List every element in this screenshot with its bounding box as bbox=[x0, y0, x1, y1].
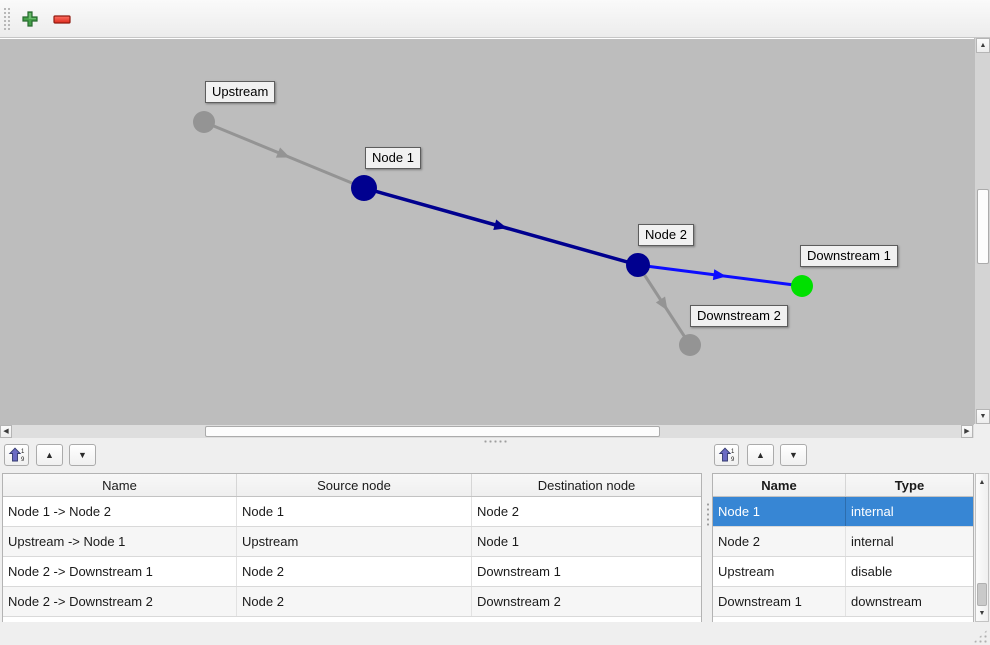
node-label-upstream[interactable]: Upstream bbox=[205, 81, 276, 103]
cell-source[interactable]: Upstream bbox=[237, 527, 472, 556]
graph-svg bbox=[193, 111, 813, 356]
table-scroll-thumb[interactable] bbox=[977, 583, 987, 606]
column-header-name[interactable]: Name bbox=[3, 474, 237, 496]
canvas-horizontal-scrollbar[interactable]: ◀ ▶ bbox=[0, 424, 974, 438]
svg-text:9: 9 bbox=[21, 457, 25, 463]
cell-name[interactable]: Node 2 -> Downstream 1 bbox=[3, 557, 237, 586]
svg-text:1: 1 bbox=[731, 449, 735, 455]
triangle-down-icon: ▼ bbox=[78, 449, 87, 460]
cell-type[interactable]: internal bbox=[851, 534, 894, 549]
triangle-up-icon: ▲ bbox=[756, 449, 765, 460]
node-label-downstream1[interactable]: Downstream 1 bbox=[800, 245, 898, 267]
sort-icon: 1 9 bbox=[718, 447, 735, 463]
empty-row bbox=[713, 617, 973, 622]
edge-arrow-icon bbox=[493, 219, 508, 231]
splitter-handle-icon bbox=[483, 440, 509, 443]
scroll-up-button[interactable]: ▲ bbox=[976, 475, 988, 489]
cell-type[interactable]: downstream bbox=[851, 594, 922, 609]
horizontal-scroll-thumb[interactable] bbox=[205, 426, 660, 437]
main-toolbar bbox=[0, 0, 990, 38]
arrow-right-icon: ▶ bbox=[964, 428, 970, 435]
pane-splitter[interactable] bbox=[0, 438, 990, 444]
minus-icon bbox=[53, 15, 71, 24]
node-label-downstream2[interactable]: Downstream 2 bbox=[690, 305, 788, 327]
cell-name[interactable]: Node 2 bbox=[713, 527, 846, 556]
cell-type[interactable]: disable bbox=[851, 564, 893, 579]
column-header-type[interactable]: Type bbox=[894, 477, 925, 493]
cell-name[interactable]: Node 2 -> Downstream 2 bbox=[3, 587, 237, 616]
node-node1[interactable] bbox=[351, 175, 377, 201]
edge-arrow-icon bbox=[712, 269, 727, 281]
node-row-selected[interactable]: Node 1 internal bbox=[713, 497, 973, 527]
scroll-down-button[interactable]: ▼ bbox=[976, 606, 988, 620]
column-header-destination[interactable]: Destination node bbox=[537, 477, 636, 493]
cell-type[interactable]: internal bbox=[851, 504, 894, 519]
tables-splitter-handle[interactable] bbox=[706, 502, 710, 526]
arrow-down-icon: ▼ bbox=[979, 413, 987, 420]
edge-row[interactable]: Upstream -> Node 1 Upstream Node 1 bbox=[3, 527, 701, 557]
scroll-down-button[interactable]: ▼ bbox=[976, 409, 990, 424]
edges-sort-button[interactable]: 1 9 bbox=[4, 444, 29, 466]
sort-icon: 1 9 bbox=[8, 447, 25, 463]
node-upstream[interactable] bbox=[193, 111, 215, 133]
triangle-up-icon: ▲ bbox=[45, 449, 54, 460]
arrow-up-icon: ▲ bbox=[979, 42, 987, 49]
nodes-sort-button[interactable]: 1 9 bbox=[714, 444, 739, 466]
arrow-up-icon: ▲ bbox=[978, 478, 986, 486]
edges-move-down-button[interactable]: ▼ bbox=[69, 444, 96, 466]
graph-canvas[interactable]: Upstream Node 1 Node 2 Downstream 1 Down… bbox=[0, 38, 974, 424]
node-label-node2[interactable]: Node 2 bbox=[638, 224, 694, 246]
edge-arrow-icon bbox=[655, 296, 668, 311]
node-label-node1[interactable]: Node 1 bbox=[365, 147, 421, 169]
edges-table-header: Name Source node Destination node bbox=[3, 474, 701, 497]
scroll-up-button[interactable]: ▲ bbox=[976, 38, 990, 53]
edge-row[interactable]: Node 1 -> Node 2 Node 1 Node 2 bbox=[3, 497, 701, 527]
node-node2[interactable] bbox=[626, 253, 650, 277]
cell-name[interactable]: Node 1 bbox=[713, 497, 846, 526]
node-downstream2[interactable] bbox=[679, 334, 701, 356]
remove-node-button[interactable] bbox=[50, 8, 74, 30]
scroll-right-button[interactable]: ▶ bbox=[961, 425, 973, 438]
cell-destination[interactable]: Node 1 bbox=[477, 534, 519, 549]
resize-grip-icon[interactable] bbox=[973, 629, 988, 643]
arrow-down-icon: ▼ bbox=[978, 609, 986, 617]
nodes-table-header: Name Type bbox=[713, 474, 973, 497]
column-header-source[interactable]: Source node bbox=[237, 474, 472, 496]
arrow-left-icon: ◀ bbox=[3, 428, 9, 435]
cell-source[interactable]: Node 2 bbox=[237, 587, 472, 616]
vertical-scroll-thumb[interactable] bbox=[977, 189, 989, 264]
add-node-button[interactable] bbox=[18, 8, 42, 30]
edges-move-up-button[interactable]: ▲ bbox=[36, 444, 63, 466]
node-row[interactable]: Node 2 internal bbox=[713, 527, 973, 557]
edges-table: Name Source node Destination node Node 1… bbox=[2, 473, 702, 622]
plus-icon bbox=[22, 11, 38, 27]
node-row[interactable]: Downstream 1 downstream bbox=[713, 587, 973, 617]
cell-name[interactable]: Node 1 -> Node 2 bbox=[3, 497, 237, 526]
svg-text:1: 1 bbox=[21, 449, 25, 455]
triangle-down-icon: ▼ bbox=[789, 449, 798, 460]
cell-source[interactable]: Node 1 bbox=[237, 497, 472, 526]
cell-name[interactable]: Upstream bbox=[713, 557, 846, 586]
nodes-table: Name Type Node 1 internal Node 2 interna… bbox=[712, 473, 974, 622]
cell-destination[interactable]: Downstream 1 bbox=[477, 564, 561, 579]
cell-destination[interactable]: Downstream 2 bbox=[477, 594, 561, 609]
column-header-name[interactable]: Name bbox=[713, 474, 846, 496]
edge-row[interactable]: Node 2 -> Downstream 2 Node 2 Downstream… bbox=[3, 587, 701, 617]
edge-row[interactable]: Node 2 -> Downstream 1 Node 2 Downstream… bbox=[3, 557, 701, 587]
cell-name[interactable]: Downstream 1 bbox=[713, 587, 846, 616]
node-downstream1[interactable] bbox=[791, 275, 813, 297]
node-row[interactable]: Upstream disable bbox=[713, 557, 973, 587]
toolbar-grip[interactable] bbox=[3, 7, 11, 31]
cell-name[interactable]: Upstream -> Node 1 bbox=[3, 527, 237, 556]
empty-row bbox=[3, 617, 701, 622]
canvas-vertical-scrollbar[interactable]: ▲ ▼ bbox=[974, 38, 990, 424]
svg-text:9: 9 bbox=[731, 457, 735, 463]
nodes-table-scrollbar[interactable]: ▲ ▼ bbox=[975, 473, 989, 622]
scroll-left-button[interactable]: ◀ bbox=[0, 425, 12, 438]
cell-destination[interactable]: Node 2 bbox=[477, 504, 519, 519]
nodes-move-up-button[interactable]: ▲ bbox=[747, 444, 774, 466]
nodes-move-down-button[interactable]: ▼ bbox=[780, 444, 807, 466]
edge-arrow-icon bbox=[275, 147, 291, 158]
cell-source[interactable]: Node 2 bbox=[237, 557, 472, 586]
